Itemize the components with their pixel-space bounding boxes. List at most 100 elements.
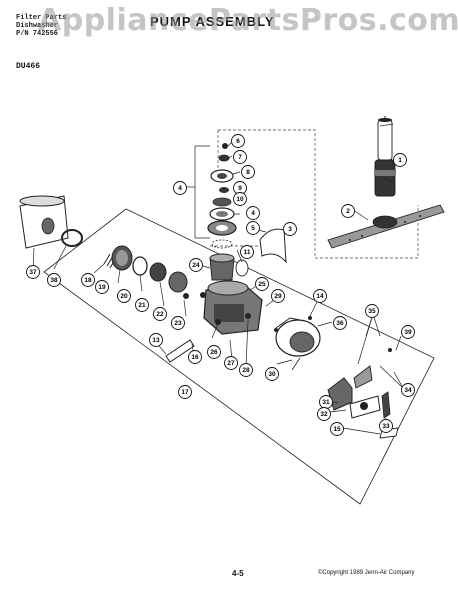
callout-circle	[149, 333, 163, 347]
callout-16: 16	[188, 350, 202, 364]
drain-cup-part	[19, 195, 69, 249]
callout-28: 28	[239, 363, 253, 377]
callout-22: 22	[153, 307, 167, 321]
callout-number: 7	[238, 154, 242, 161]
callout-circle	[401, 325, 415, 339]
page-number: 4-5	[232, 569, 244, 578]
header-line-1: Filter Parts	[16, 14, 67, 22]
callout-circle	[233, 150, 247, 164]
callout-number: 10	[236, 196, 244, 203]
callout-circle	[224, 356, 238, 370]
callout-circle	[231, 134, 245, 148]
callout-number: 33	[382, 423, 390, 430]
callout-number: 9	[238, 185, 242, 192]
motor-part	[274, 316, 321, 371]
callout-circle	[365, 304, 379, 318]
callout-circle	[95, 280, 109, 294]
callout-circle	[330, 422, 344, 436]
callout-18: 18	[81, 273, 95, 287]
page-title: PUMP ASSEMBLY	[150, 14, 275, 29]
callout-circle	[207, 345, 221, 359]
callout-circle	[189, 258, 203, 272]
callout-39: 39	[401, 325, 415, 339]
callout-4: 4	[246, 206, 260, 220]
callout-circle	[240, 245, 254, 259]
callout-number: 36	[336, 320, 344, 327]
dashed-inset-box	[218, 129, 320, 259]
model-number: DU466	[16, 62, 41, 71]
callout-31: 31	[319, 395, 333, 409]
callout-circle	[241, 165, 255, 179]
callout-number: 5	[251, 225, 255, 232]
copyright-notice: ©Copyright 1989 Jenn-Air Company	[318, 570, 415, 576]
callout-32: 32	[317, 407, 331, 421]
callout-6: 6	[231, 134, 245, 148]
callout-number: 8	[246, 169, 250, 176]
callout-36: 36	[333, 316, 347, 330]
callout-circle	[255, 277, 269, 291]
callout-38: 38	[47, 273, 61, 287]
callout-number: 15	[333, 426, 341, 433]
callout-1: 1	[393, 153, 407, 167]
callout-number: 32	[320, 411, 328, 418]
header-line-2: Dishwasher	[16, 22, 59, 30]
callout-number: 23	[174, 320, 182, 327]
seal-stack-parts	[207, 143, 237, 249]
spray-arm-part	[327, 204, 445, 249]
callout-30: 30	[265, 367, 279, 381]
callout-circle	[265, 367, 279, 381]
callout-number: 17	[181, 389, 189, 396]
callout-circle	[178, 385, 192, 399]
hose-part	[165, 339, 195, 363]
callout-3: 3	[283, 222, 297, 236]
callout-number: 4	[251, 210, 255, 217]
callout-number: 16	[191, 354, 199, 361]
callout-4: 4	[173, 181, 187, 195]
callout-10: 10	[233, 192, 247, 206]
callout-circle	[153, 307, 167, 321]
callout-20: 20	[117, 289, 131, 303]
callout-number: 13	[152, 337, 160, 344]
callout-number: 20	[120, 293, 128, 300]
callout-29: 29	[271, 289, 285, 303]
callout-number: 38	[50, 277, 58, 284]
callout-21: 21	[135, 298, 149, 312]
callout-number: 3	[288, 226, 292, 233]
callout-circle	[47, 273, 61, 287]
callout-circle	[81, 273, 95, 287]
callout-circle	[188, 350, 202, 364]
callout-circle	[173, 181, 187, 195]
callout-number: 25	[258, 281, 266, 288]
callout-number: 37	[29, 269, 37, 276]
clip-part	[259, 228, 287, 264]
mounting-bracket-parts	[327, 348, 399, 439]
callout-circle	[239, 363, 253, 377]
callout-number: 39	[404, 329, 412, 336]
callout-circle	[401, 383, 415, 397]
callout-34: 34	[401, 383, 415, 397]
clamp-part	[61, 229, 83, 247]
callout-25: 25	[255, 277, 269, 291]
impeller-cups	[200, 253, 249, 298]
callout-circle	[135, 298, 149, 312]
callout-number: 19	[98, 284, 106, 291]
callout-circle	[117, 289, 131, 303]
callout-number: 21	[138, 302, 146, 309]
callout-24: 24	[189, 258, 203, 272]
callout-15: 15	[330, 422, 344, 436]
callout-27: 27	[224, 356, 238, 370]
callout-circle	[379, 419, 393, 433]
callout-number: 6	[236, 138, 240, 145]
callout-number: 22	[156, 311, 164, 318]
callout-14: 14	[313, 289, 327, 303]
callout-number: 34	[404, 387, 412, 394]
callout-2: 2	[341, 204, 355, 218]
callout-circle	[246, 206, 260, 220]
callout-number: 18	[84, 277, 92, 284]
callout-circle	[333, 316, 347, 330]
callout-circle	[26, 265, 40, 279]
tube-part	[374, 116, 396, 197]
callout-13: 13	[149, 333, 163, 347]
callout-circle	[233, 192, 247, 206]
